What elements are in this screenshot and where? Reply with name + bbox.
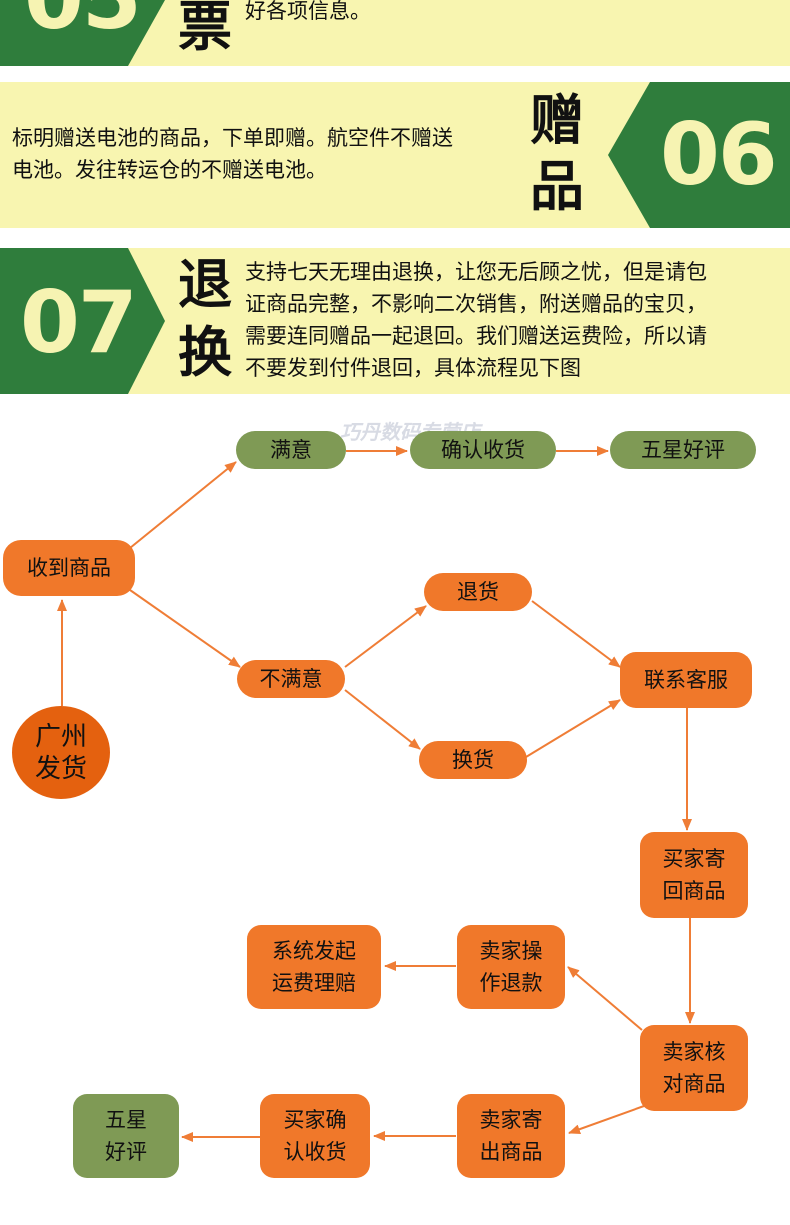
arrow-verify-to-sellership [568, 1105, 645, 1134]
node-return-goods: 退货 [424, 573, 532, 611]
node-contact-service: 联系客服 [620, 652, 752, 708]
section-05-badge [0, 0, 165, 66]
node-five-star-end-line-1: 五星 [105, 1108, 147, 1132]
section-07-badge [0, 248, 165, 394]
node-confirm-receipt: 确认收货 [410, 431, 556, 469]
node-seller-refund-line-1: 卖家操 [479, 939, 543, 963]
node-buyer-return-line-1: 买家寄 [662, 847, 726, 871]
section-06-text: 标明赠送电池的商品，下单即赠。航空件不赠送 电池。发往转运仓的不赠送电池。 [12, 122, 532, 186]
node-five-star: 五星好评 [610, 431, 756, 469]
section-07-title-2: 换 [178, 321, 232, 384]
node-guangzhou-ship-line-2: 发货 [34, 753, 87, 784]
arrow-return-to-contact [531, 600, 621, 668]
node-seller-ship: 卖家寄 出商品 [457, 1094, 565, 1178]
node-exchange: 换货 [419, 741, 527, 779]
node-five-star-end-line-2: 好评 [105, 1140, 147, 1164]
arrow-exchange-to-contact [525, 699, 621, 758]
node-buyer-confirm-line-1: 买家确 [283, 1108, 347, 1132]
node-satisfied: 满意 [236, 431, 346, 469]
node-system-claim-line-2: 运费理赔 [272, 971, 356, 995]
arrow-received-to-unsatisfied [129, 589, 241, 668]
section-06-number: 06 [660, 105, 778, 205]
arrow-received-to-satisfied [129, 461, 237, 549]
node-buyer-return-line-2: 回商品 [662, 879, 726, 903]
node-unsatisfied: 不满意 [237, 660, 345, 698]
section-05-text: 好各项信息。 [245, 0, 371, 23]
node-seller-verify: 卖家核 对商品 [640, 1025, 748, 1111]
section-07-line-2: 证商品完整，不影响二次销售，附送赠品的宝贝， [245, 292, 707, 316]
node-guangzhou-ship: 广州 发货 [12, 706, 110, 799]
section-07-line-4: 不要发到付件退回，具体流程见下图 [245, 356, 581, 380]
section-05-title: 票 [178, 0, 232, 58]
node-seller-refund-line-2: 作退款 [479, 971, 543, 995]
section-07-line-3: 需要连同赠品一起退回。我们赠送运费险，所以请 [245, 324, 707, 348]
section-07-number: 07 [20, 273, 138, 373]
section-07-title-1: 退 [178, 253, 232, 316]
arrow-unsatisfied-to-exchange [344, 689, 421, 750]
node-seller-ship-line-2: 出商品 [479, 1140, 543, 1164]
node-system-claim-line-1: 系统发起 [272, 939, 356, 963]
node-system-claim: 系统发起 运费理赔 [247, 925, 381, 1009]
node-seller-verify-line-2: 对商品 [662, 1072, 726, 1096]
section-06-line-1: 标明赠送电池的商品，下单即赠。航空件不赠送 [12, 126, 453, 150]
section-07-text: 支持七天无理由退换，让您无后顾之忧，但是请包 证商品完整，不影响二次销售，附送赠… [245, 256, 785, 384]
node-buyer-confirm: 买家确 认收货 [260, 1094, 370, 1178]
node-seller-refund: 卖家操 作退款 [457, 925, 565, 1009]
node-buyer-return: 买家寄 回商品 [640, 832, 748, 918]
section-07-line-1: 支持七天无理由退换，让您无后顾之忧，但是请包 [245, 260, 707, 284]
node-seller-ship-line-1: 卖家寄 [479, 1108, 543, 1132]
arrow-verify-to-refund [567, 966, 643, 1031]
node-buyer-confirm-line-2: 认收货 [283, 1140, 347, 1164]
node-seller-verify-line-1: 卖家核 [662, 1040, 726, 1064]
node-received: 收到商品 [3, 540, 135, 596]
arrow-unsatisfied-to-return [344, 605, 427, 668]
node-guangzhou-ship-line-1: 广州 [34, 721, 87, 752]
node-five-star-end: 五星 好评 [73, 1094, 179, 1178]
section-06-title-2: 品 [530, 155, 584, 218]
section-05-number: 05 [24, 0, 142, 42]
section-06-badge [608, 82, 790, 228]
section-06-line-2: 电池。发往转运仓的不赠送电池。 [12, 158, 327, 182]
section-06-title-1: 赠 [530, 89, 584, 152]
